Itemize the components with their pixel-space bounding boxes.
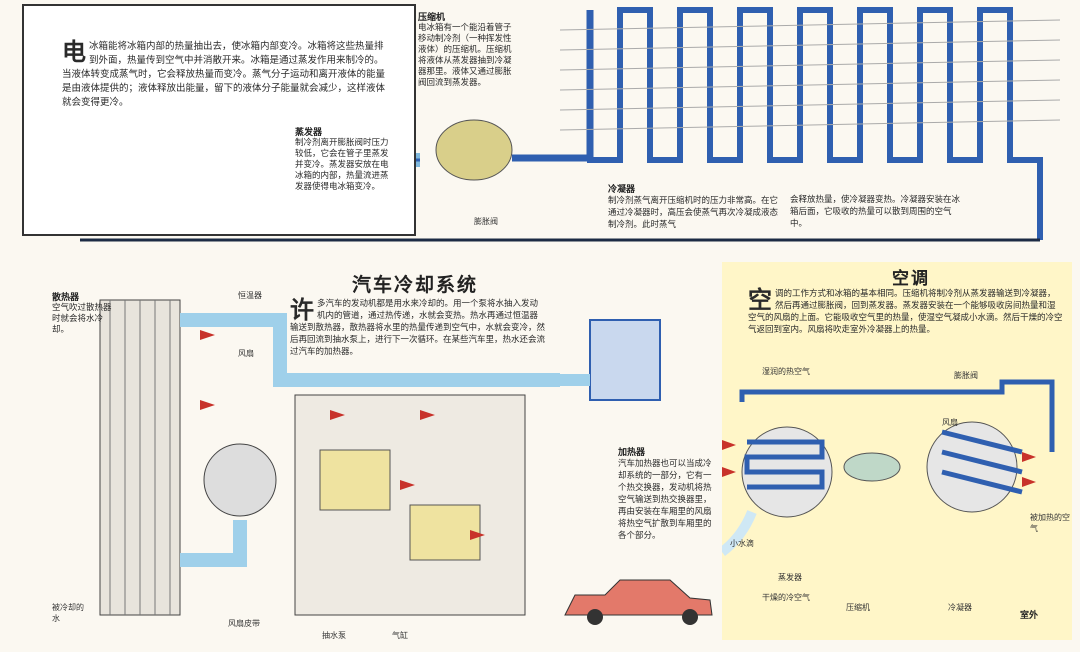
radiator-title: 散热器 <box>52 293 80 303</box>
car-cooling-title: 汽车冷却系统 <box>352 274 479 296</box>
condenser-coil <box>587 7 1043 240</box>
cylinder-2 <box>409 504 481 561</box>
ac-evaporator-label: 蒸发器 <box>778 573 802 582</box>
air-conditioner-panel: 空调 空 调的工作方式和冰箱的基本相同。压缩机将制冷剂从蒸发器输送到冷凝器，然后… <box>722 262 1072 640</box>
ac-intro-text: 调的工作方式和冰箱的基本相同。压缩机将制冷剂从蒸发器输送到冷凝器，然后再通过膨胀… <box>748 289 1063 335</box>
dry-cold-air-label: 干燥的冷空气 <box>762 593 810 602</box>
condenser-text-1: 制冷剂蒸气离开压缩机时的压力非常高。在它通过冷凝器时，高压会使蒸气再次冷凝成液态… <box>608 196 779 230</box>
cooled-water-label: 被冷却的水 <box>52 603 84 623</box>
ac-illustration <box>722 379 1055 556</box>
heater-title: 加热器 <box>618 448 646 458</box>
radiator-callout: 散热器 空气吹过散热器时就会将水冷却。 <box>52 290 112 336</box>
compressor-callout: 压缩机 电冰箱有一个能沿着管子移动制冷剂（一种挥发性液体）的压缩机。压缩机将液体… <box>418 10 518 89</box>
compressor-to-condenser-pipe <box>512 10 594 162</box>
fan-belt-label: 风扇皮带 <box>228 619 260 628</box>
evaporator-callout: 蒸发器 制冷剂离开膨胀阀时压力较低，它会在管子里蒸发并变冷。蒸发器安放在电冰箱的… <box>295 125 390 193</box>
car-drop-cap: 许 <box>290 295 314 324</box>
humid-hot-air-label: 湿润的热空气 <box>762 367 810 376</box>
car-silhouette <box>564 579 713 616</box>
outdoor-label: 室外 <box>1020 611 1039 621</box>
condenser-text-2: 会释放热量，使冷凝器变热。冷凝器安装在冰箱后面，它吸收的热量可以散到周围的空气中… <box>790 195 961 229</box>
fridge-drop-cap: 电 <box>62 37 86 66</box>
water-drops-label: 小水滴 <box>730 539 754 548</box>
ac-compressor-label: 压缩机 <box>846 603 870 612</box>
evaporator-text: 制冷剂离开膨胀阀时压力较低，它会在管子里蒸发并变冷。蒸发器安放在电冰箱的内部，热… <box>295 138 389 192</box>
coolant-pipe <box>180 313 560 387</box>
heater-exchanger <box>589 319 661 401</box>
ac-intro: 空 调的工作方式和冰箱的基本相同。压缩机将制冷剂从蒸发器输送到冷凝器，然后再通过… <box>748 288 1063 336</box>
car-cooling-intro: 许 多汽车的发动机都是用水来冷却的。用一个泵将水抽入发动机内的管道，通过热传递，… <box>290 298 545 358</box>
condenser-title: 冷凝器 <box>608 185 636 195</box>
compressor-title: 压缩机 <box>418 13 446 23</box>
evaporator-title: 蒸发器 <box>295 128 323 138</box>
fan-wheel <box>203 443 277 517</box>
ac-drop-cap: 空 <box>748 285 772 314</box>
car-fan-label: 风扇 <box>238 349 254 358</box>
fridge-expansion-valve-label: 膨胀阀 <box>474 217 498 226</box>
heater-text: 汽车加热器也可以当成冷却系统的一部分，它有一个热交换器，发动机将热空气输送到热交… <box>618 459 712 541</box>
heated-air-label: 被加热的空气 <box>1030 513 1070 533</box>
compressor-text: 电冰箱有一个能沿着管子移动制冷剂（一种挥发性液体）的压缩机。压缩机将液体从蒸发器… <box>418 23 512 88</box>
ac-title: 空调 <box>892 269 930 289</box>
cylinder-1 <box>319 449 391 511</box>
condenser-callout: 冷凝器 制冷剂蒸气离开压缩机时的压力非常高。在它通过冷凝器时，高压会使蒸气再次冷… <box>608 182 778 231</box>
water-pump-label: 抽水泵 <box>322 631 346 640</box>
fridge-intro-text: 冰箱能将冰箱内部的热量抽出去，使冰箱内部变冷。冰箱将这些热量排到外面，热量传到空… <box>62 41 386 108</box>
cylinder-label: 气缸 <box>392 631 408 640</box>
ac-condenser-label: 冷凝器 <box>948 603 972 612</box>
thermostat-label: 恒温器 <box>238 291 262 300</box>
ac-expansion-valve-label: 膨胀阀 <box>954 371 978 380</box>
fridge-intro-box: 电 冰箱能将冰箱内部的热量抽出去，使冰箱内部变冷。冰箱将这些热量排到外面，热量传… <box>22 4 416 236</box>
heater-callout: 加热器 汽车加热器也可以当成冷却系统的一部分，它有一个热交换器，发动机将热空气输… <box>618 445 714 542</box>
radiator-text: 空气吹过散热器时就会将水冷却。 <box>52 303 112 335</box>
ac-fan-label: 风扇 <box>942 418 958 427</box>
car-intro-text: 多汽车的发动机都是用水来冷却的。用一个泵将水抽入发动机内的管道，通过热传递，水就… <box>290 299 546 357</box>
compressor-shape <box>435 119 513 181</box>
